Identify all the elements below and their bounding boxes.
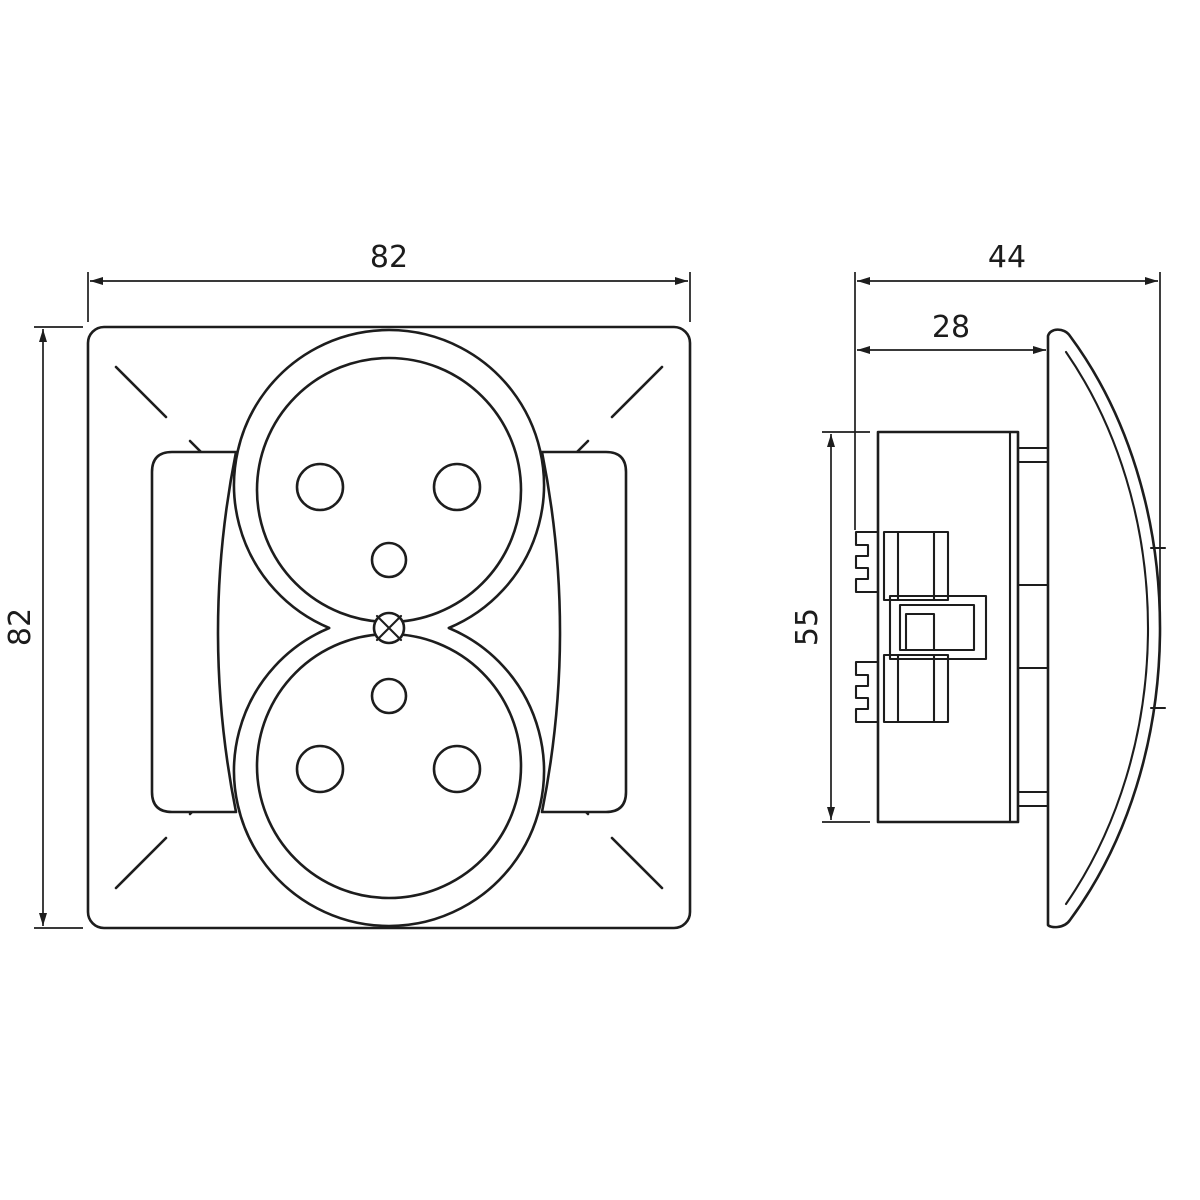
box-cover-connectors — [1016, 446, 1050, 808]
arrowhead — [857, 277, 870, 285]
arrowhead — [90, 277, 103, 285]
bracket-inner — [898, 603, 976, 652]
arrowhead — [827, 807, 835, 820]
dim-front-height-value: 82 — [3, 608, 38, 646]
screw-cross — [375, 614, 403, 642]
arrowhead — [39, 913, 47, 926]
earth-hole — [370, 677, 408, 715]
dimension-front-height: 82 — [3, 326, 83, 929]
claw-teeth — [854, 660, 880, 724]
dim-mount-depth-value: 28 — [932, 310, 970, 345]
fixing-claw-lower — [854, 653, 950, 724]
claw-teeth — [854, 530, 880, 594]
bracket-slot — [904, 612, 936, 652]
dim-box-height-value: 55 — [790, 608, 825, 646]
bracket-outer — [888, 594, 988, 661]
corner-mark — [610, 836, 664, 890]
claw-cage — [882, 530, 950, 602]
corner-mark — [114, 365, 168, 419]
dimension-box-height: 55 — [790, 431, 870, 823]
pin-hole — [295, 462, 345, 512]
claw-cage — [882, 653, 950, 724]
side-handle-left — [150, 450, 238, 814]
center-screw — [372, 611, 406, 645]
cover-inner-contour — [1064, 350, 1150, 906]
dimension-front-width: 82 — [87, 240, 691, 322]
arrowhead — [857, 346, 870, 354]
arrowhead — [1033, 346, 1046, 354]
side-view — [854, 328, 1167, 929]
arrowhead — [827, 434, 835, 447]
corner-mark — [114, 836, 168, 890]
arrowhead — [1145, 277, 1158, 285]
dim-front-width-value: 82 — [370, 240, 408, 275]
pin-hole — [432, 462, 482, 512]
fixing-claw-upper — [854, 530, 950, 602]
arrowhead — [675, 277, 688, 285]
arrowhead — [39, 329, 47, 342]
corner-mark — [610, 365, 664, 419]
mounting-box — [876, 430, 1020, 824]
cover-profile — [1046, 328, 1162, 929]
side-handle-right — [540, 450, 628, 814]
pin-hole — [432, 744, 482, 794]
dimension-overall-depth: 44 — [854, 240, 1161, 612]
pin-hole — [295, 744, 345, 794]
dimension-mount-depth: 28 — [857, 310, 1046, 354]
front-view — [86, 325, 692, 930]
dim-overall-depth-value: 44 — [988, 240, 1026, 275]
support-bracket — [888, 594, 988, 661]
earth-hole — [370, 541, 408, 579]
